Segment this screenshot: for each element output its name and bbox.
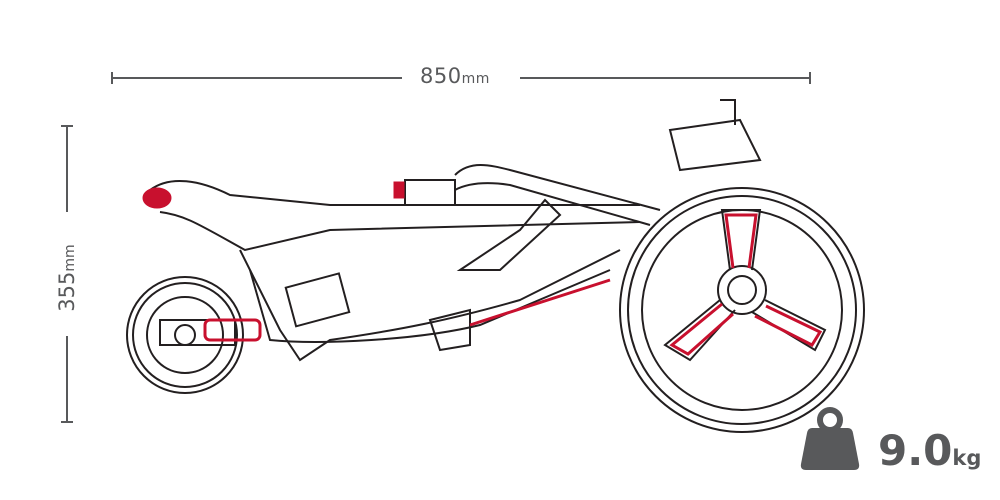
height-dimension-line	[61, 125, 73, 423]
length-dimension-line	[111, 72, 811, 84]
red-accents	[142, 181, 823, 356]
golf-trolley-illustration	[126, 99, 865, 433]
front-wheel	[126, 276, 244, 394]
rear-wheel	[619, 187, 865, 433]
length-label: 850mm	[420, 64, 490, 88]
weight-label: 9.0kg	[878, 426, 982, 475]
height-label: 355mm	[55, 244, 79, 312]
